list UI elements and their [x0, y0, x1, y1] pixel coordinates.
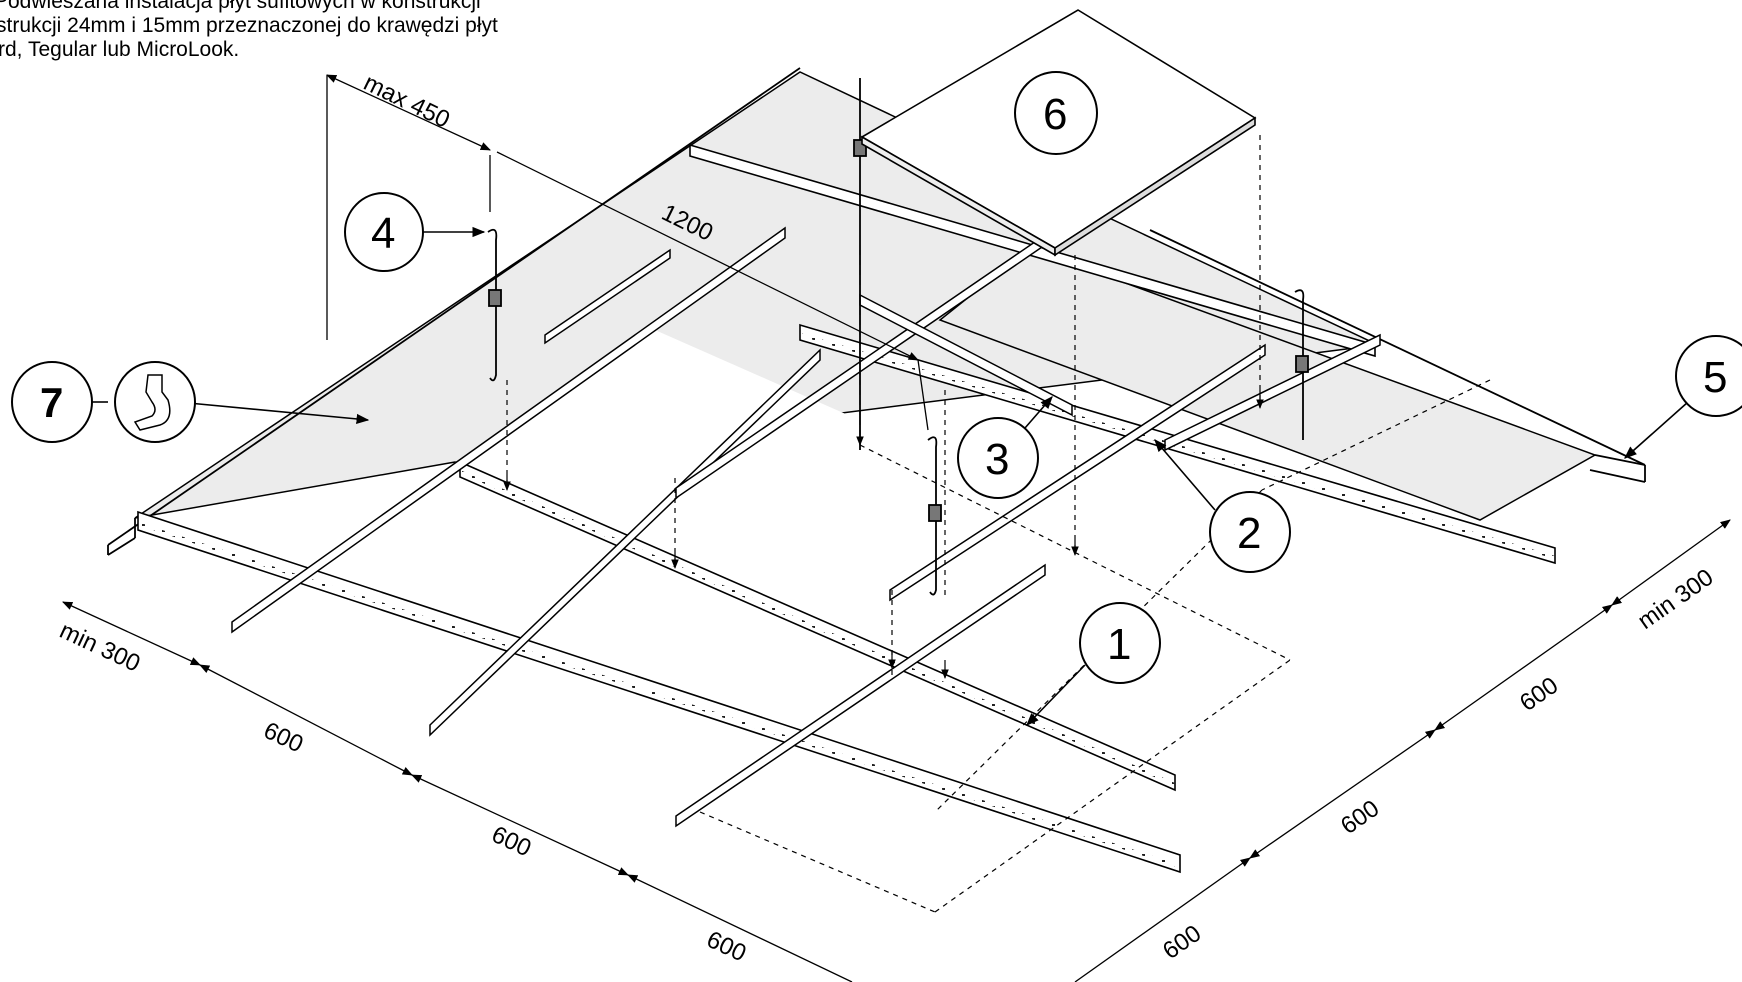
main-runner	[459, 460, 1176, 792]
hold-down-clip-icon	[133, 374, 171, 431]
intro-line-3: rd, Tegular lub MicroLook.	[0, 38, 240, 61]
callout-5-number: 5	[1703, 353, 1727, 402]
intro-text: Podwieszana instalacja płyt sufitowych w…	[0, 0, 700, 62]
projection-arrows	[503, 390, 1264, 679]
main-runners	[137, 143, 1556, 874]
callout-7: 7	[11, 361, 196, 443]
tile-panel	[455, 330, 950, 590]
hanger	[1294, 289, 1305, 440]
callout-7-number: 7	[40, 379, 63, 426]
wall-angle-right	[1149, 229, 1646, 483]
dim-600-left-a: 600	[259, 717, 307, 758]
callout-leaders	[92, 226, 1689, 726]
dim-600-right-c: 600	[1515, 672, 1563, 717]
dim-max-450: max 450	[359, 69, 454, 134]
callout-2-number: 2	[1237, 509, 1261, 558]
callout-3: 3	[957, 417, 1039, 499]
callout-5: 5	[1675, 335, 1742, 417]
dim-600-right-a: 600	[1158, 920, 1206, 965]
dim-600-left-c: 600	[702, 926, 750, 967]
callout-4: 4	[344, 192, 424, 272]
cross-tee	[675, 563, 1046, 828]
main-runner	[137, 510, 1181, 874]
cross-tee	[429, 348, 821, 737]
callout-2: 2	[1209, 491, 1291, 573]
callout-4-number: 4	[371, 209, 395, 258]
callout-6: 6	[1014, 71, 1098, 155]
callout-1: 1	[1079, 602, 1161, 684]
callout-6-number: 6	[1043, 90, 1067, 139]
dim-min-300-left: min 300	[55, 617, 144, 678]
dim-600-right-b: 600	[1336, 795, 1384, 840]
cross-tee	[544, 248, 671, 345]
wall-angle-left	[107, 67, 801, 556]
dimension-lines	[62, 74, 1731, 982]
callout-1-number: 1	[1107, 620, 1131, 669]
hanger	[487, 228, 498, 382]
cross-tee	[231, 226, 786, 634]
callout-3-number: 3	[985, 435, 1009, 484]
dim-600-left-b: 600	[487, 821, 535, 862]
intro-line-1: Podwieszana instalacja płyt sufitowych w…	[0, 0, 481, 13]
dim-min-300-right: min 300	[1633, 564, 1718, 635]
cross-tee	[889, 343, 1266, 602]
intro-line-2: strukcji 24mm i 15mm przeznaczonej do kr…	[0, 14, 498, 37]
